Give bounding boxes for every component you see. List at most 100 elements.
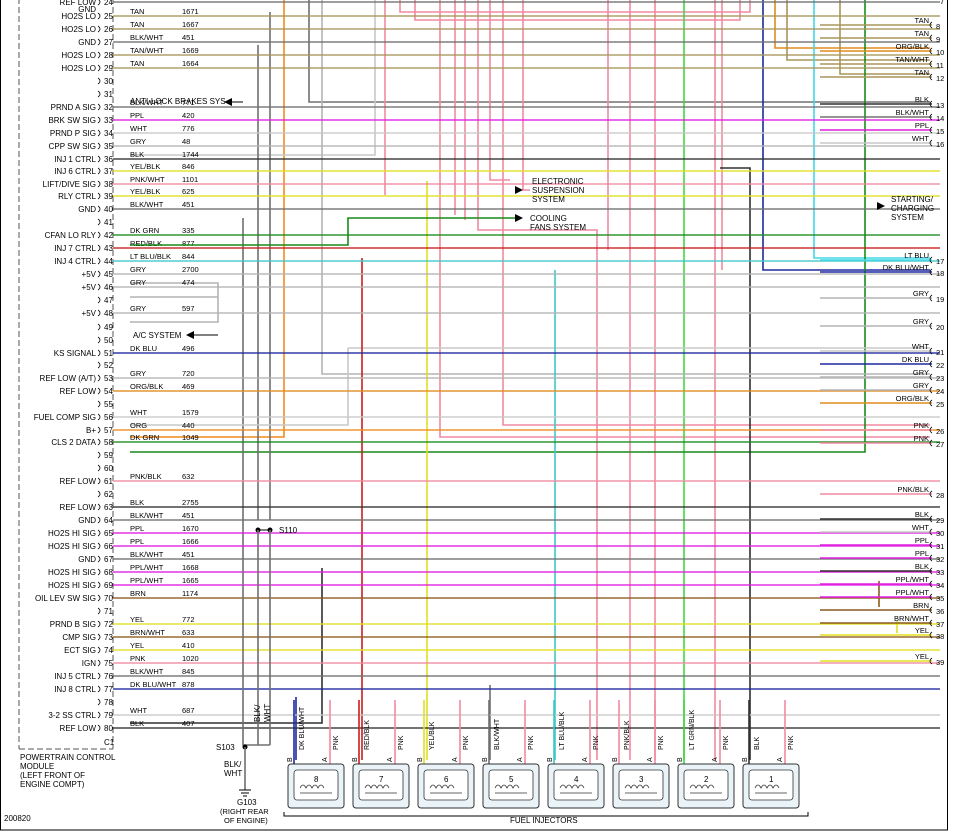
pin-number: 71: [104, 607, 113, 616]
pin-function-label: PRND P SIG: [50, 129, 96, 138]
pin-circuit-number: 1665: [182, 576, 199, 585]
pin-number: 35: [104, 142, 113, 151]
pin-wire-color: BLK/WHT: [130, 98, 164, 107]
pin-circuit-number: 771: [182, 98, 195, 107]
injector-a-wire-color: PNK: [723, 735, 730, 750]
pin-function-label: INJ 1 CTRL: [54, 155, 96, 164]
terminal-tick-icon: [929, 593, 933, 601]
terminal-number: 10: [936, 48, 944, 57]
pin-circuit-number: 1671: [182, 7, 199, 16]
pin-number: 58: [104, 438, 113, 447]
injectors-bracket: [283, 812, 809, 817]
s110-label: S110: [279, 526, 298, 535]
pin-tick-icon: [97, 323, 101, 331]
pin-circuit-number: 625: [182, 187, 195, 196]
terminal-tick-icon: [929, 268, 933, 276]
terminal-number: 28: [936, 491, 944, 500]
injector-a-wire-color: PNK: [333, 735, 340, 750]
pin-function-label: REF LOW: [60, 477, 97, 486]
pin-circuit-number: 451: [182, 33, 195, 42]
injector-b-wire-color: DK BLU/WHT: [299, 706, 306, 750]
pin-tick-icon: [97, 270, 101, 278]
pin-circuit-number: 1668: [182, 563, 199, 572]
pin-tick-icon: [97, 218, 101, 226]
terminal-tick-icon: [929, 426, 933, 434]
pin-wire-color: PNK/WHT: [130, 175, 165, 184]
pin-tick-icon: [97, 413, 101, 421]
injector-a-pin: A: [387, 757, 394, 762]
cfan-leader: [130, 217, 515, 246]
pin-wire-color: GRY: [130, 137, 146, 146]
pin-number: 36: [104, 155, 113, 164]
terminal-tick-icon: [929, 360, 933, 368]
terminal-number: 18: [936, 269, 944, 278]
terminal-tick-icon: [929, 515, 933, 523]
pin-number: 47: [104, 296, 113, 305]
pin-row-gnd: GND: [78, 5, 96, 14]
pin-function-label: GND: [78, 555, 96, 564]
terminal-wire-color: BRN: [913, 601, 929, 610]
pin-function-label: INJ 4 CTRL: [54, 257, 96, 266]
g103-location-1: (RIGHT REAR: [220, 807, 269, 816]
pin-number: 55: [104, 400, 113, 409]
terminal-tick-icon: [929, 113, 933, 121]
pin-number: 28: [104, 51, 113, 60]
coil-icon: [364, 784, 397, 794]
pin-function-label: HO2S LO: [61, 25, 96, 34]
injector-number: 7: [379, 775, 384, 784]
pin-circuit-number: 2755: [182, 498, 199, 507]
pin-function-label: INJ 8 CTRL: [54, 685, 96, 694]
pin-wire-color: GRY: [130, 278, 146, 287]
terminal-number: 12: [936, 74, 944, 83]
pin-number: 46: [104, 283, 113, 292]
pin-wire-color: GRY: [130, 369, 146, 378]
injector-a-pin: A: [582, 757, 589, 762]
pin-number: 74: [104, 646, 113, 655]
terminal-wire-color: PPL/WHT: [896, 588, 930, 597]
injector-a-wire-color: PNK: [528, 735, 535, 750]
pin-circuit-number: 845: [182, 667, 195, 676]
pin-circuit-number: 1666: [182, 537, 199, 546]
pin-number: 52: [104, 361, 113, 370]
pin-function-label: RLY CTRL: [58, 192, 96, 201]
terminal-tick-icon: [929, 73, 933, 81]
pin-number: 34: [104, 129, 113, 138]
pin-tick-icon: [97, 283, 101, 291]
pin-circuit-number: 632: [182, 472, 195, 481]
terminal-tick-icon: [929, 399, 933, 407]
pin-tick-icon: [97, 711, 101, 719]
terminal-number: 23: [936, 374, 944, 383]
pin-row-47: 47: [97, 296, 113, 305]
pin-number: 42: [104, 231, 113, 240]
pin-tick-icon: [97, 659, 101, 667]
terminal-tick-icon: [929, 139, 933, 147]
pin-circuit-number: 440: [182, 421, 195, 430]
injector-b-pin: B: [547, 757, 554, 762]
terminal-number: 37: [936, 620, 944, 629]
terminal-tick-icon: [929, 554, 933, 562]
esus-line-2: SUSPENSION: [532, 186, 585, 195]
pin-function-label: REF LOW: [60, 387, 97, 396]
pin-tick-icon: [97, 426, 101, 434]
